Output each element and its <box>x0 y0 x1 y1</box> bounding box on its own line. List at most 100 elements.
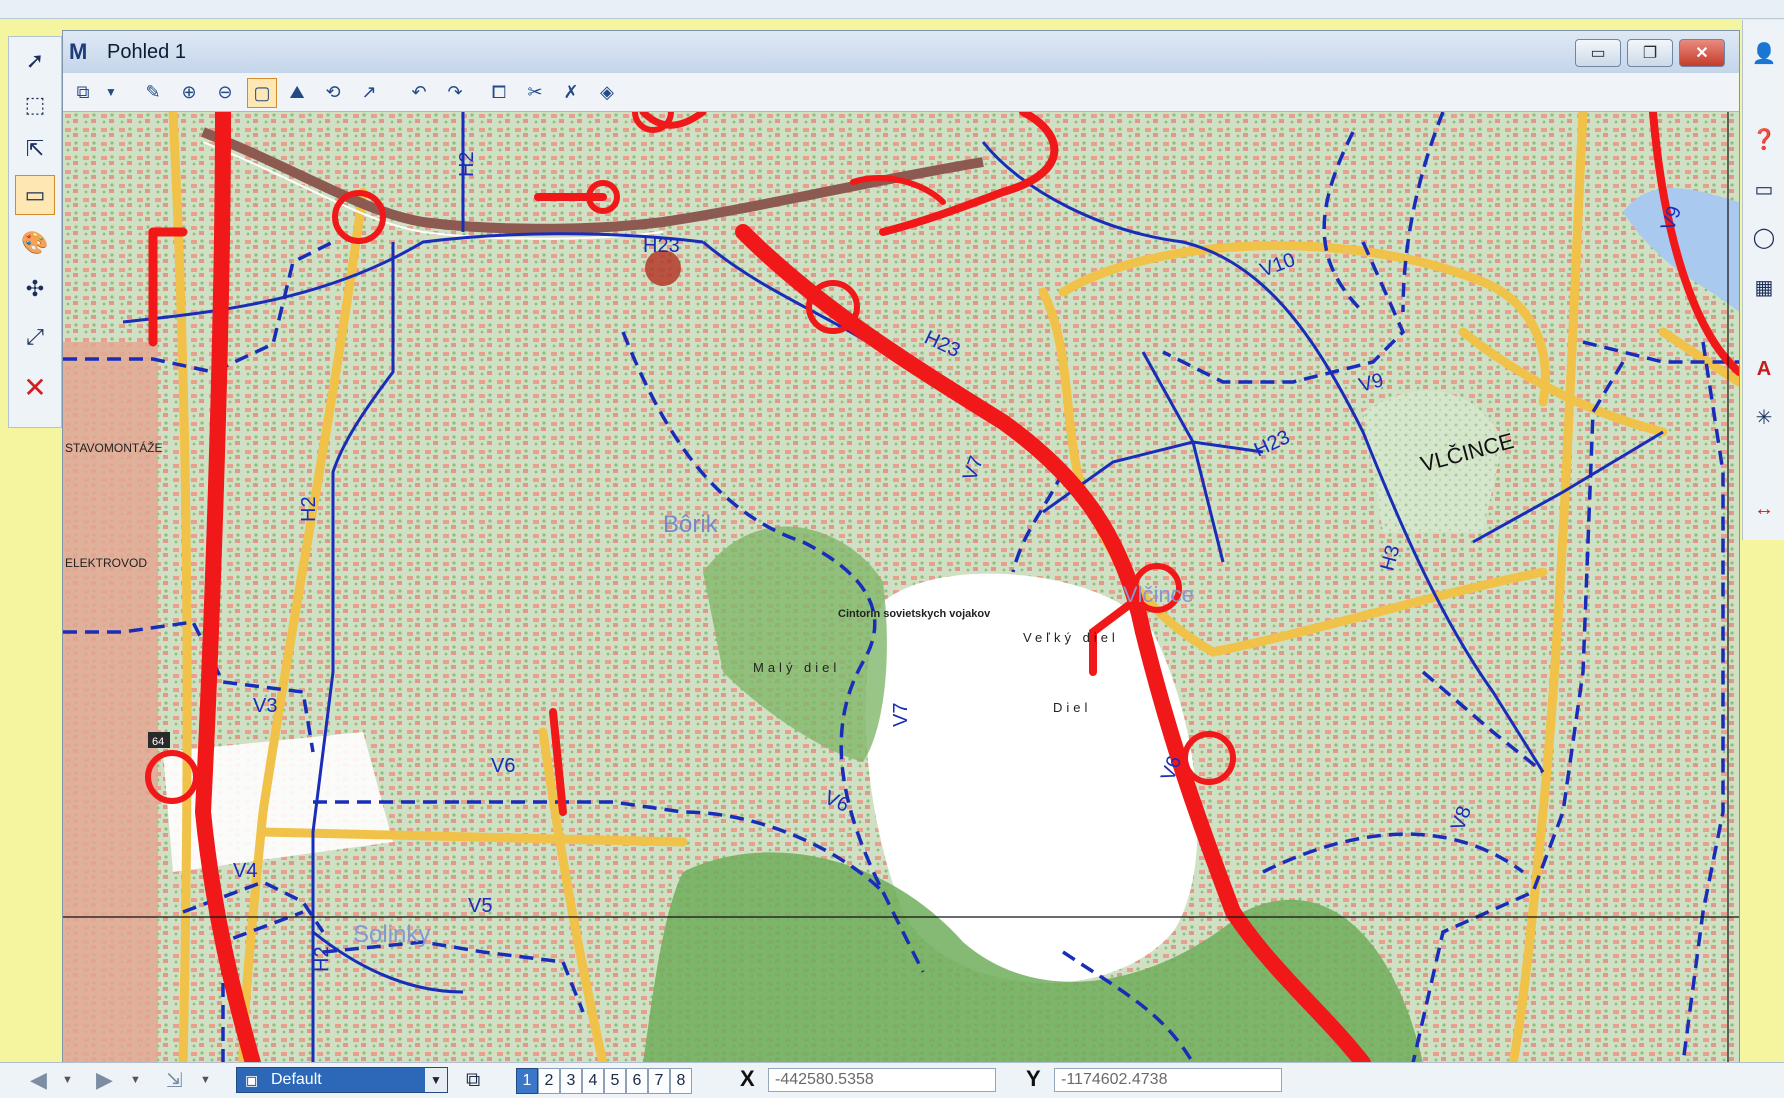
window-area-icon[interactable]: ▢ <box>247 78 277 108</box>
view-group-combo[interactable]: ▣ Default ▼ <box>236 1067 448 1093</box>
label-stavomontaze: STAVOMONTÁŽE <box>65 440 163 455</box>
label-v6-a: V6 <box>491 755 515 777</box>
restore-button[interactable]: ❐ <box>1627 39 1673 67</box>
delete-icon[interactable]: ✕ <box>23 371 47 403</box>
industrial-zone <box>63 342 158 1063</box>
raster-icon[interactable]: ▦ <box>1754 276 1774 299</box>
snap-icon[interactable]: ✣ <box>25 276 45 301</box>
label-v5: V5 <box>468 895 492 917</box>
label-cintorin: Cintorín sovietskych vojakov <box>838 608 991 620</box>
y-coordinate-label: Y <box>1026 1066 1041 1091</box>
label-diel: Diel <box>1053 700 1091 715</box>
view-button-7[interactable]: 7 <box>648 1068 670 1094</box>
chevron-down-icon[interactable]: ▼ <box>200 1074 211 1086</box>
label-h2-top: H2 <box>456 151 478 177</box>
x-coordinate-field[interactable]: -442580.5358 <box>768 1068 996 1092</box>
label-road-64: 64 <box>152 736 164 748</box>
label-h2-mid: H2 <box>298 496 320 522</box>
minimize-button[interactable]: ▭ <box>1575 39 1621 67</box>
left-toolbox: ➚ ⬚ ⇱ ▭ 🎨 ✣ ⤢ ✕ <box>8 36 62 428</box>
window-view-icon[interactable]: ▭ <box>15 175 55 215</box>
pan-view-icon[interactable]: ↗ <box>361 81 377 102</box>
view-toolbar: ⧉ ▼ ✎ ⊕ ⊖ ▢ ⛰ ⟲ ↗ ↶ ↷ ⧠ ✂ ✗ ◈ <box>63 73 1739 112</box>
label-v4: V4 <box>233 860 257 882</box>
chevron-down-icon[interactable]: ▼ <box>105 85 117 99</box>
label-maly-diel: Malý diel <box>753 660 840 675</box>
view-previous-icon[interactable]: ↶ <box>411 81 427 102</box>
map-canvas[interactable]: H2 H2 H2 H23 H23 H23 H3 V3 V4 V5 V6 V6 V… <box>63 112 1739 1063</box>
river <box>1623 188 1739 312</box>
view-button-6[interactable]: 6 <box>626 1068 648 1094</box>
red-road-routes <box>148 112 1739 1063</box>
y-coordinate-field[interactable]: -1174602.4738 <box>1054 1068 1282 1092</box>
view-button-8[interactable]: 8 <box>670 1068 692 1094</box>
chevron-down-icon[interactable]: ▼ <box>62 1074 73 1086</box>
render-icon[interactable]: ◈ <box>600 81 614 102</box>
text-icon[interactable]: A <box>1756 357 1772 380</box>
clip-volume-icon[interactable]: ✂ <box>527 81 543 102</box>
clip-mask-icon[interactable]: ✗ <box>563 81 579 102</box>
zoom-out-icon[interactable]: ⊖ <box>217 81 233 102</box>
window-icon[interactable]: ▭ <box>1754 178 1774 201</box>
velky-diel-open-area <box>865 573 1198 983</box>
green-east <box>1363 390 1503 532</box>
view-button-1[interactable]: 1 <box>516 1068 538 1094</box>
map-svg[interactable]: H2 H2 H2 H23 H23 H23 H3 V3 V4 V5 V6 V6 V… <box>63 112 1739 1063</box>
view-group-value: Default <box>271 1071 322 1088</box>
railway <box>201 127 984 234</box>
user-icon[interactable]: 👤 <box>1751 42 1777 65</box>
park-borik <box>703 526 887 762</box>
dimension-icon[interactable]: ↔ <box>1754 497 1774 520</box>
label-v7-b: V7 <box>890 703 912 727</box>
park-south <box>643 852 1423 1063</box>
zoom-in-icon[interactable]: ⊕ <box>181 81 197 102</box>
label-v3: V3 <box>253 695 277 717</box>
palette-icon[interactable]: 🎨 <box>21 230 49 255</box>
window-title: Pohled 1 <box>107 41 186 63</box>
view-button-5[interactable]: 5 <box>604 1068 626 1094</box>
view-button-4[interactable]: 4 <box>582 1068 604 1094</box>
label-borik: Bôrik <box>663 511 719 538</box>
arrow-select-icon[interactable]: ➚ <box>25 48 45 73</box>
view-titlebar: M Pohled 1 ▭ ❐ ✕ <box>63 31 1739 74</box>
view-button-2[interactable]: 2 <box>538 1068 560 1094</box>
x-coordinate-label: X <box>740 1066 755 1091</box>
fit-view-icon[interactable]: ⛰ <box>289 81 305 102</box>
forward-arrow-icon[interactable]: ▶ <box>96 1067 113 1092</box>
app-logo-icon: M <box>69 39 88 64</box>
move-icon[interactable]: ⇱ <box>25 136 45 161</box>
view-group-icon: ▣ <box>245 1071 259 1088</box>
label-h23-top: H23 <box>643 235 680 257</box>
chevron-down-icon[interactable]: ▼ <box>425 1068 447 1092</box>
intersection-markers <box>145 112 1236 804</box>
view-next-icon[interactable]: ↷ <box>447 81 463 102</box>
view-button-3[interactable]: 3 <box>560 1068 582 1094</box>
symbol-icon[interactable]: ✳ <box>1755 406 1773 429</box>
roundabout-marker <box>645 250 681 286</box>
label-solinky: Solinky <box>353 921 430 948</box>
railway-inner <box>202 141 664 240</box>
view-window: M Pohled 1 ▭ ❐ ✕ ⧉ ▼ ✎ ⊕ ⊖ ▢ ⛰ ⟲ ↗ ↶ ↷ ⧠… <box>62 30 1740 1064</box>
status-bar: ◀ ▼ ▶ ▼ ⇲ ▼ ▣ Default ▼ ⧉ 1 2 3 4 5 6 7 … <box>0 1062 1784 1098</box>
top-toolbar-strip <box>0 0 1784 19</box>
road-number-badge <box>148 732 170 748</box>
right-toolbox: 👤 ❓ ▭ ◯ ▦ A ✳ ↔ <box>1742 20 1784 540</box>
label-elektrovod: ELEKTROVOD <box>65 556 147 570</box>
element-icon[interactable]: ◯ <box>1752 226 1776 249</box>
label-velky-diel: Veľký diel <box>1023 630 1119 645</box>
label-vlcince-blue: Vlčince <box>1123 582 1194 607</box>
back-arrow-icon[interactable]: ◀ <box>30 1067 47 1092</box>
view-groups-icon[interactable]: ⧉ <box>466 1068 481 1091</box>
close-button[interactable]: ✕ <box>1679 39 1725 67</box>
main-roads <box>168 112 1739 1063</box>
pointer-icon[interactable]: ⇲ <box>166 1069 183 1092</box>
fence-select-icon[interactable]: ⬚ <box>24 92 46 117</box>
label-h2-bottom: H2 <box>311 946 333 972</box>
view-attributes-icon[interactable]: ⧉ <box>76 81 90 102</box>
copy-view-icon[interactable]: ⧠ <box>491 81 507 102</box>
update-view-icon[interactable]: ✎ <box>145 81 161 102</box>
rotate-view-icon[interactable]: ⟲ <box>325 81 341 102</box>
measure-icon[interactable]: ⤢ <box>26 324 44 349</box>
chevron-down-icon[interactable]: ▼ <box>130 1074 141 1086</box>
query-icon[interactable]: ❓ <box>1751 128 1777 151</box>
